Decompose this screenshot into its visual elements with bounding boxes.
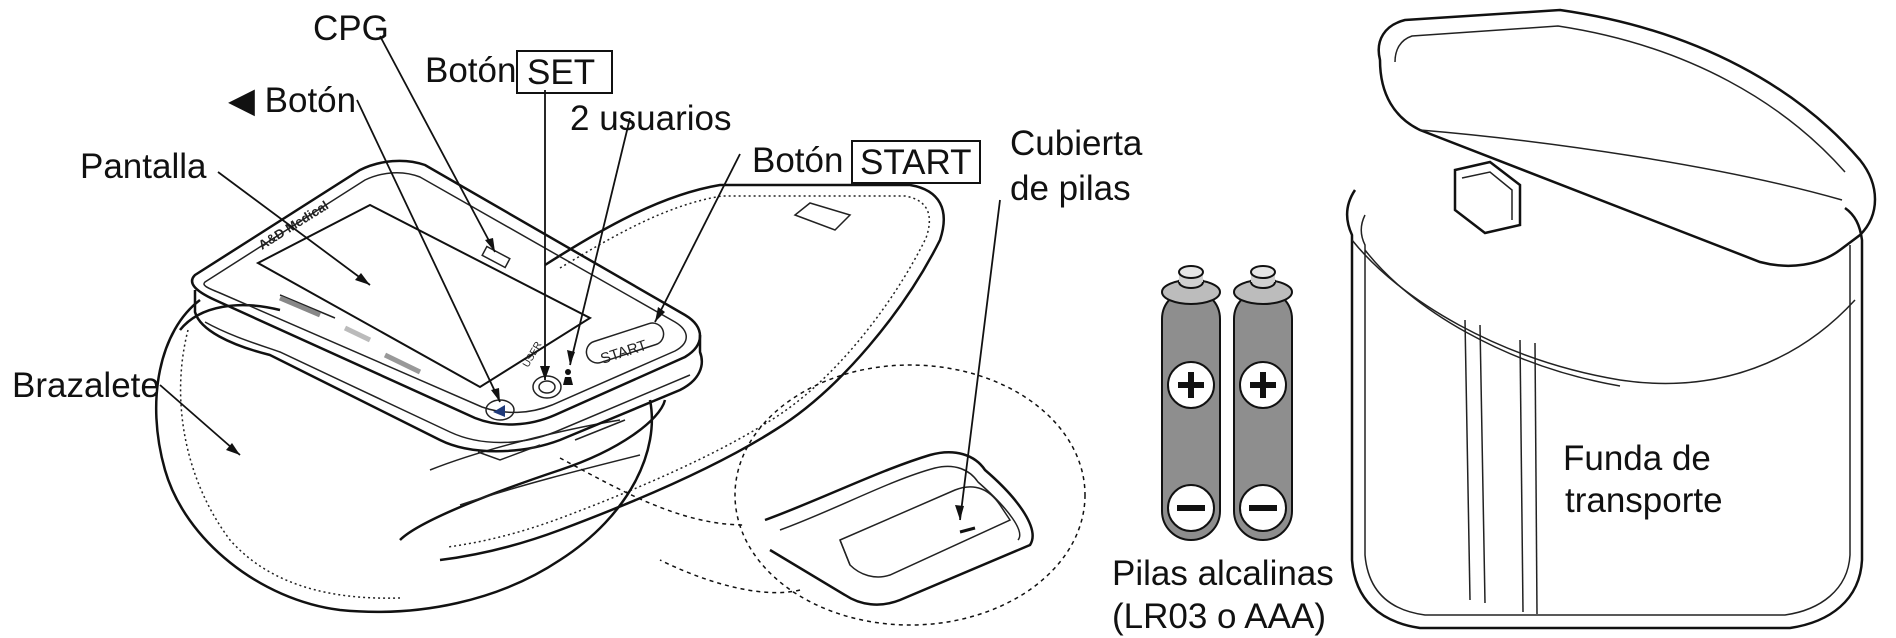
batteries xyxy=(1161,265,1293,541)
start-key-box xyxy=(851,140,981,184)
label-set-key: SET xyxy=(527,53,595,92)
label-battery-cover-1: Cubierta xyxy=(1010,124,1143,163)
set-key-box xyxy=(516,50,613,94)
label-batteries-1: Pilas alcalinas xyxy=(1112,554,1334,593)
battery-1 xyxy=(1161,265,1221,541)
battery-2 xyxy=(1233,265,1293,541)
label-battery-cover-2: de pilas xyxy=(1010,169,1131,208)
device-start-label: START xyxy=(598,337,649,368)
monitor-body: A&D Medical USER START xyxy=(190,159,704,461)
label-cpg: CPG xyxy=(313,9,389,48)
label-two-users: 2 usuarios xyxy=(570,99,731,138)
label-left-button: ◀ Botón xyxy=(228,81,356,120)
leader-lines xyxy=(159,35,1001,521)
cuff-strap xyxy=(154,183,945,614)
set-button-shape xyxy=(532,375,562,399)
user-label: USER xyxy=(521,340,544,370)
left-triangle-icon xyxy=(493,405,505,417)
battery-cover-zoom xyxy=(559,364,1086,626)
label-start-prefix: Botón xyxy=(752,141,843,180)
users-icon xyxy=(565,369,571,375)
label-start-key: START xyxy=(860,143,972,182)
label-batteries-2: (LR03 o AAA) xyxy=(1112,597,1326,636)
label-case-2: transporte xyxy=(1565,481,1723,520)
label-screen: Pantalla xyxy=(80,147,207,186)
carrying-case xyxy=(1345,8,1877,630)
label-set-prefix: Botón xyxy=(425,51,516,90)
label-case-1: Funda de xyxy=(1563,439,1711,478)
labels: CPG Botón SET ◀ Botón 2 usuarios Botón S… xyxy=(12,9,1723,636)
label-cuff: Brazalete xyxy=(12,366,160,405)
